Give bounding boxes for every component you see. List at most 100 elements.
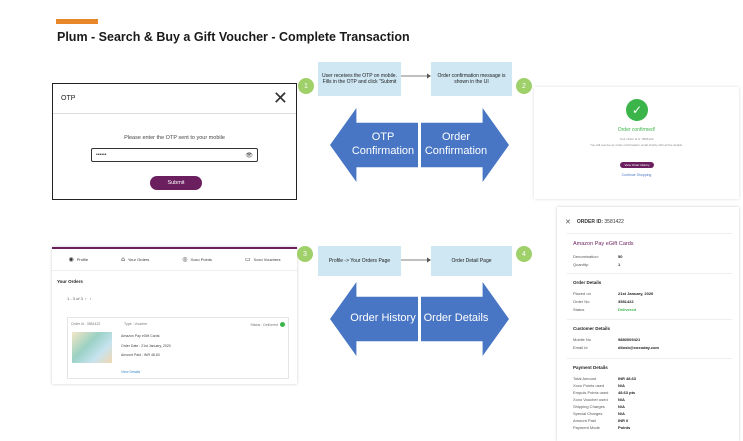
step-number-2: 2 <box>516 78 532 94</box>
divider <box>567 273 732 274</box>
row-label: Denomination: <box>573 254 599 259</box>
row-label: Mobile No <box>573 337 592 342</box>
confirmation-subtitle: Your Order id is: 3581422 <box>619 137 654 141</box>
step-number-1: 1 <box>298 78 314 94</box>
row-label: Order No <box>573 299 590 304</box>
otp-input[interactable]: •••••• 👁 <box>91 148 258 162</box>
order-detail-header: ✕ ORDER ID: 3581422 <box>565 218 624 226</box>
voucher-icon: ▭ <box>244 256 251 263</box>
quantity-row: Quantity: 1 <box>573 262 620 267</box>
close-icon[interactable]: ✕ <box>272 87 288 109</box>
amount-paid: Amount Paid : INR 48.63 <box>121 353 160 357</box>
otp-dialog: OTP ✕ Please enter the OTP sent to your … <box>52 83 297 200</box>
user-icon: ◉ <box>68 256 74 263</box>
nav-label: Your Orders <box>127 257 150 262</box>
otp-input-value: •••••• <box>96 152 107 158</box>
row-value: 50 <box>618 254 623 259</box>
order-details-heading: Order Details <box>573 280 602 285</box>
status-row: Status Delivered <box>573 307 636 312</box>
row-label: Total Amount <box>573 376 597 381</box>
order-card: Order Id : 3581422 Type : Voucher Status… <box>67 317 289 379</box>
nav-item-xoxo-vouchers[interactable]: ▭Xoxo Vouchers <box>245 256 281 263</box>
pagination: 1 - 3 of 3 ‹ › <box>67 296 91 301</box>
nav-label: Xoxo Vouchers <box>253 257 281 262</box>
row-label: Xoxo Voucher used <box>573 397 608 402</box>
points-icon: ◎ <box>182 256 188 263</box>
row-value: N/A <box>618 404 625 409</box>
order-details-arrow: Order Details <box>421 282 509 356</box>
nav-item-profile[interactable]: ◉Profile <box>68 256 88 263</box>
chevron-left-icon[interactable]: ‹ <box>83 296 88 301</box>
row-value: N/A <box>618 397 625 402</box>
customer-details-heading: Customer Details <box>573 326 611 331</box>
row-value: N/A <box>618 411 625 416</box>
row-value: N/A <box>618 383 625 388</box>
order-confirmation-arrow: Order Confirmation <box>421 108 509 182</box>
profile-nav: ◉Profile ⌂Your Orders ◎Xoxo Points ▭Xoxo… <box>52 249 297 271</box>
view-details-link[interactable]: View Details <box>121 370 141 374</box>
nav-item-your-orders[interactable]: ⌂Your Orders <box>121 256 149 263</box>
row-label: Empuls Points used <box>573 390 609 395</box>
row-label: Shipping Charges <box>573 404 605 409</box>
row-value: 9880009421 <box>618 337 641 342</box>
payment-row: Shipping Charges N/A <box>573 404 625 409</box>
step-box-4: Order Detail Page <box>431 246 512 276</box>
otp-dialog-header: OTP ✕ <box>53 84 296 114</box>
order-history-arrow: Order History <box>330 282 418 356</box>
row-label: Amount Paid <box>573 418 596 423</box>
step-box-1: User receives the OTP on mobile. Fills i… <box>318 62 401 96</box>
row-label: Status <box>573 307 585 312</box>
order-id-value: 3581422 <box>604 219 624 225</box>
view-order-history-button[interactable]: View Order History <box>620 162 654 168</box>
nav-label: Xoxo Points <box>190 257 212 262</box>
product-name: Amazon Pay eGift Cards <box>121 334 160 338</box>
chevron-right-icon[interactable]: › <box>88 296 92 301</box>
row-label: Placed on <box>573 291 591 296</box>
order-id: Order Id : 3581422 <box>71 322 101 326</box>
row-value: Delivered <box>618 307 637 312</box>
nav-label: Profile <box>76 257 89 262</box>
step-number-3: 3 <box>297 246 313 262</box>
payment-details-heading: Payment Details <box>573 365 608 370</box>
payment-row: Total Amount INR 48.63 <box>573 376 636 381</box>
otp-confirmation-arrow: OTP Confirmation <box>330 108 418 182</box>
row-value: INR 48.63 <box>618 376 637 381</box>
accent-bar <box>56 19 98 24</box>
confirmation-title: Order confirmed! <box>617 127 656 133</box>
row-value: 21st January, 2020 <box>618 291 654 296</box>
nav-item-xoxo-points[interactable]: ◎Xoxo Points <box>182 256 212 263</box>
step-number-4: 4 <box>516 246 532 262</box>
close-icon[interactable]: ✕ <box>565 218 571 226</box>
your-orders-page: ◉Profile ⌂Your Orders ◎Xoxo Points ▭Xoxo… <box>52 247 297 384</box>
row-label: Payment Mode <box>573 425 600 430</box>
status-dot-icon <box>280 322 285 327</box>
product-name: Amazon Pay eGift Cards <box>573 241 634 247</box>
payment-row: Amount Paid INR 0 <box>573 418 628 423</box>
mobile-row: Mobile No 9880009421 <box>573 337 640 342</box>
step-box-3: Profile -> Your Orders Page <box>318 246 401 276</box>
order-confirmed-panel: ✓ Order confirmed! Your Order id is: 358… <box>534 87 739 199</box>
row-label: Email Id <box>573 345 588 350</box>
divider <box>567 319 732 320</box>
row-value: 1 <box>618 262 621 267</box>
eye-icon[interactable]: 👁 <box>245 152 253 159</box>
confirmation-note: You will receive an order confirmation e… <box>590 143 683 147</box>
step-connector-arrow <box>401 257 431 263</box>
submit-button[interactable]: Submit <box>150 176 202 190</box>
row-value: INR 0 <box>618 418 629 423</box>
continue-shopping-link[interactable]: Continue Shopping <box>621 173 652 177</box>
gift-card-image <box>72 332 112 363</box>
status-text: Status : Delivered <box>250 322 278 327</box>
placed-on-row: Placed on 21st January, 2020 <box>573 291 653 296</box>
payment-row: Xoxo Voucher used N/A <box>573 397 625 402</box>
row-label: Xoxo Points used <box>573 383 605 388</box>
check-icon: ✓ <box>626 99 648 121</box>
row-value: 3581422 <box>618 299 634 304</box>
row-label: Quantity: <box>573 262 590 267</box>
step-connector-arrow <box>401 73 431 79</box>
denomination-row: Denomination: 50 <box>573 254 622 259</box>
order-no-row: Order No 3581422 <box>573 299 634 304</box>
